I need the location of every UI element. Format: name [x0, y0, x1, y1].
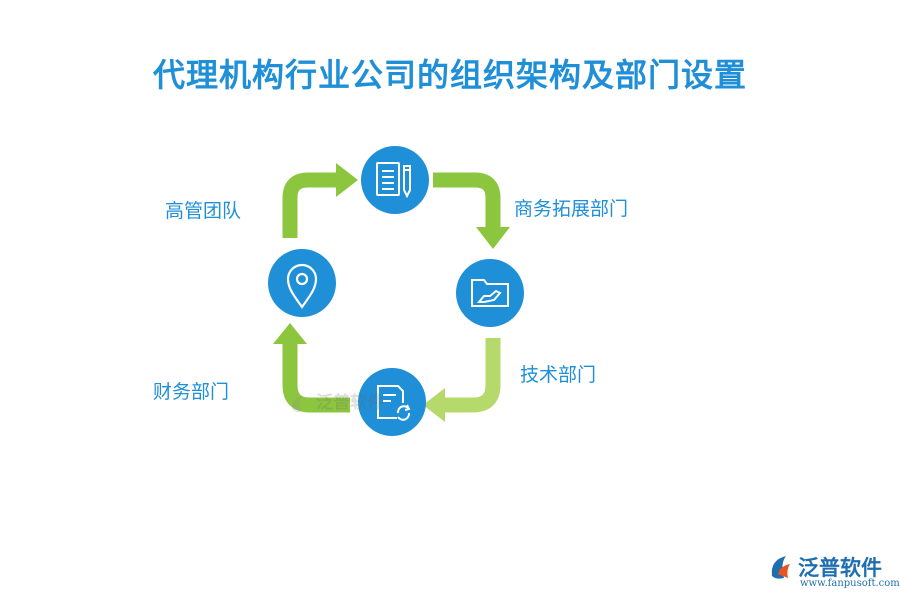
- node-finance-icon: [358, 368, 426, 436]
- document-pencil-icon: [376, 162, 411, 199]
- node-label-finance: 财务部门: [153, 381, 230, 403]
- node-label-business: 商务拓展部门: [514, 198, 629, 220]
- page-title: 代理机构行业公司的组织架构及部门设置: [152, 56, 747, 94]
- node-label-tech: 技术部门: [520, 364, 597, 386]
- node-team-icon: [268, 249, 336, 317]
- brand-name: 泛普软件: [798, 556, 882, 580]
- folder-hand-icon: [471, 279, 509, 307]
- brand-url: www.fanpusoft.com: [800, 578, 900, 589]
- watermark-logo-icon: [291, 395, 302, 412]
- brand-logo-icon: [771, 556, 790, 579]
- location-pin-icon: [286, 263, 318, 309]
- node-label-team: 高管团队: [165, 200, 242, 222]
- arrow-tech-to-finance: [423, 338, 501, 422]
- arrow-finance-to-team: [273, 323, 350, 413]
- arrow-business-to-tech: [433, 172, 510, 249]
- document-refresh-icon: [377, 385, 411, 421]
- watermark-text: 泛普软件: [316, 393, 385, 413]
- node-tech-icon: [456, 259, 524, 327]
- node-business-icon: [361, 146, 429, 214]
- arrow-team-to-business: [282, 163, 358, 238]
- watermark: 泛普软件: [289, 388, 384, 415]
